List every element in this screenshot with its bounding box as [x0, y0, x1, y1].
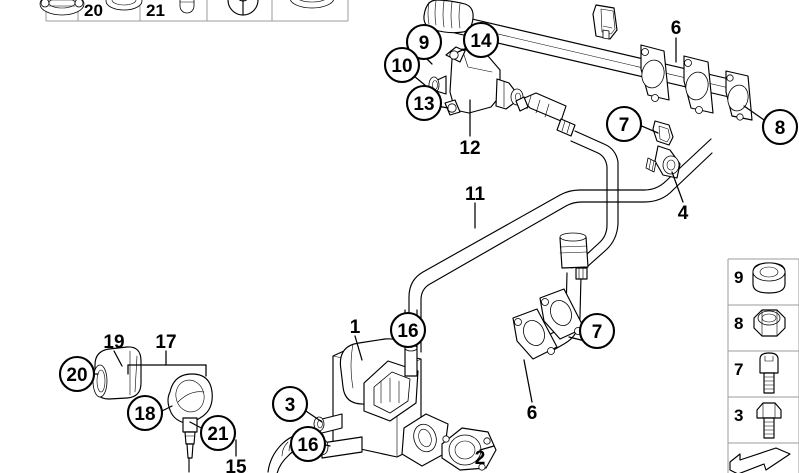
clamp-ring-icon	[227, 0, 259, 16]
callout-label: 3	[285, 395, 296, 416]
legend-number-7: 7	[734, 360, 743, 379]
pump-housing-1	[313, 309, 449, 467]
sensor-ring-18	[167, 373, 213, 425]
callout-t6b: 6	[527, 403, 538, 424]
pump-right-flange	[401, 413, 449, 467]
branch-damper-cylinder	[559, 232, 589, 280]
sensor-stem-21	[182, 417, 198, 473]
socket-head-screw-icon	[759, 352, 779, 394]
callout-t4: 4	[678, 203, 689, 224]
callout-label: 16	[297, 435, 318, 456]
callout-label: 18	[134, 404, 155, 425]
oval-seal-icon-20	[105, 0, 143, 11]
round-gasket-2	[441, 427, 497, 471]
callout-label: 7	[619, 115, 630, 136]
callout-b7b[interactable]: 7	[578, 312, 616, 350]
callout-label: 7	[592, 322, 603, 343]
oval-seal-icon-b	[290, 0, 334, 9]
legend-number-3: 3	[734, 406, 743, 425]
pipe-clamp-bracket-4	[645, 120, 681, 179]
flange-gasket-lower-a	[512, 308, 558, 360]
bent-bracket-icon	[729, 447, 791, 473]
callout-b8[interactable]: 8	[761, 108, 799, 146]
top-strip-number-21: 21	[146, 1, 165, 20]
egr-valve-body-12	[428, 46, 524, 116]
pump-left-port	[313, 413, 343, 435]
callout-label: 16	[397, 321, 418, 342]
top-strip-number-20: 20	[84, 1, 103, 20]
flange-gasket-lower-b	[539, 288, 585, 340]
callout-b9[interactable]: 9	[405, 23, 443, 61]
callout-t1: 1	[350, 317, 361, 338]
flange-gasket-6b	[683, 55, 714, 114]
callout-t17: 17	[155, 332, 176, 353]
callout-b18[interactable]: 18	[126, 394, 164, 432]
rail-bracket-tab	[592, 4, 618, 40]
plug-icon	[179, 0, 195, 14]
callout-t2: 2	[475, 448, 486, 469]
upper-return-hose	[570, 130, 619, 276]
flange-gasket-icon	[39, 0, 85, 16]
valve-left-boss	[428, 75, 447, 95]
callout-label: 20	[66, 365, 87, 386]
callout-label: 9	[419, 33, 430, 54]
callout-b14[interactable]: 14	[462, 21, 500, 59]
callout-t15: 15	[225, 457, 247, 473]
callout-t12: 12	[459, 138, 480, 159]
callout-label: 21	[207, 424, 229, 445]
callout-b3[interactable]: 3	[271, 385, 309, 423]
washer-ring-icon	[752, 262, 786, 294]
main-pipe-11	[408, 138, 713, 353]
hex-nut-icon	[753, 309, 786, 337]
callout-label: 14	[470, 31, 492, 52]
callout-label: 8	[775, 118, 786, 139]
callout-b13[interactable]: 13	[405, 84, 443, 122]
seal-cap-19	[92, 346, 142, 400]
callout-label: 10	[391, 56, 412, 77]
callout-b7a[interactable]: 7	[605, 105, 643, 143]
callout-t19: 19	[103, 332, 124, 353]
legend-grid	[727, 258, 799, 473]
callout-t11: 11	[465, 184, 486, 205]
flange-gasket-6	[640, 44, 670, 102]
cooler-damper-cylinder	[515, 92, 576, 137]
callout-b10[interactable]: 10	[383, 46, 421, 84]
legend-number-8: 8	[734, 314, 743, 333]
hex-head-bolt-icon	[756, 402, 782, 439]
callout-label: 13	[413, 94, 434, 115]
callout-b16b[interactable]: 16	[289, 425, 327, 463]
callout-t6a: 6	[671, 18, 682, 39]
callout-b16a[interactable]: 16	[389, 311, 427, 349]
callout-b20[interactable]: 20	[58, 355, 96, 393]
callout-b21[interactable]: 21	[199, 414, 237, 452]
legend-number-9: 9	[734, 268, 743, 287]
